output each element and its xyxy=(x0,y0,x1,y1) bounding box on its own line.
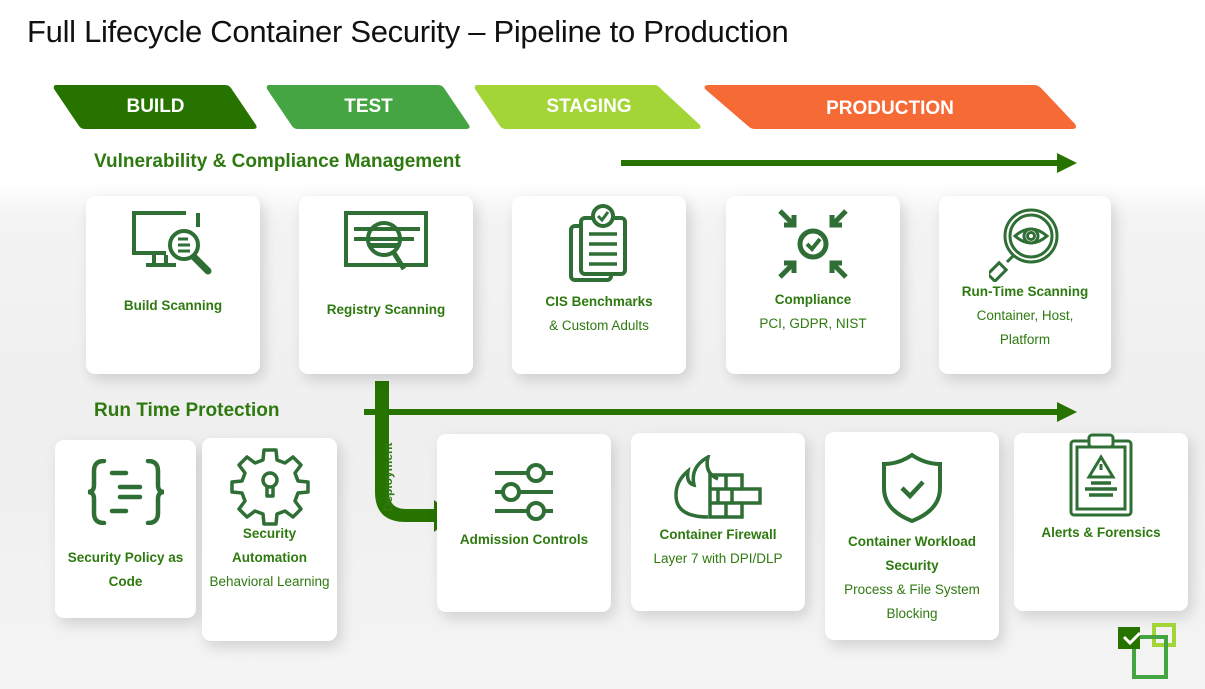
card-sub: Platform xyxy=(999,332,1051,347)
registry-search-icon xyxy=(344,208,428,280)
card-label-line: Container Firewall xyxy=(659,527,777,542)
card-label-line: Container Workload xyxy=(847,534,976,549)
brand-logo-icon xyxy=(1118,623,1176,679)
card-sub: Process & File System xyxy=(844,582,980,597)
stage-test: TEST xyxy=(266,83,471,130)
card-label-line: Security Policy as xyxy=(67,550,184,565)
gear-lock-icon xyxy=(229,448,310,526)
stage-test-label: TEST xyxy=(344,95,393,117)
card-admission-controls: Admission Controls xyxy=(437,434,611,612)
card-label: CIS Benchmarks xyxy=(545,294,653,309)
page-title: Full Lifecycle Container Security – Pipe… xyxy=(27,14,789,49)
stage-build-label: BUILD xyxy=(126,95,185,117)
card-build-scanning: Build Scanning xyxy=(86,196,260,374)
card-security-policy-as-code: Security Policy as Code xyxy=(55,440,196,618)
card-label: Compliance xyxy=(774,292,852,307)
stage-staging-shape xyxy=(474,85,701,129)
card-security-automation: Security Automation Behavioral Learning xyxy=(202,438,337,641)
card-label-line: Code xyxy=(108,574,143,589)
vulnerability-arrow xyxy=(621,153,1077,173)
eye-magnifier-icon xyxy=(989,208,1061,282)
sliders-icon xyxy=(493,456,555,528)
deployment-label: Deployment xyxy=(381,442,395,512)
stage-staging-label: STAGING xyxy=(546,95,632,117)
stage-build: BUILD xyxy=(53,83,258,130)
stage-staging: STAGING xyxy=(474,83,704,130)
card-container-firewall: Container Firewall Layer 7 with DPI/DLP xyxy=(631,433,805,611)
runtime-arrow xyxy=(364,402,1077,422)
clipboard-check-icon xyxy=(569,204,629,282)
card-label-line: Security xyxy=(885,558,939,573)
shield-check-icon xyxy=(881,452,943,524)
card-label: Build Scanning xyxy=(123,298,223,313)
code-braces-icon xyxy=(86,456,166,528)
card-compliance: Compliance PCI, GDPR, NIST xyxy=(726,196,900,374)
card-sub: Container, Host, xyxy=(976,308,1074,323)
card-sub: & Custom Adults xyxy=(549,318,649,333)
card-label: Registry Scanning xyxy=(326,302,446,317)
card-container-workload-security: Container Workload Security Process & Fi… xyxy=(825,432,999,640)
card-label-line: Admission Controls xyxy=(459,532,589,547)
card-label: Run-Time Scanning xyxy=(961,284,1089,299)
runtime-heading: Run Time Protection xyxy=(94,400,280,421)
stage-build-shape xyxy=(53,85,257,129)
stage-production: PRODUCTION xyxy=(703,83,1077,130)
vulnerability-heading: Vulnerability & Compliance Management xyxy=(94,151,461,172)
card-runtime-scanning: Run-Time Scanning Container, Host, Platf… xyxy=(939,196,1111,374)
firewall-icon xyxy=(672,451,764,523)
card-alerts-forensics: Alerts & Forensics xyxy=(1014,433,1188,611)
card-sub: Blocking xyxy=(886,606,938,621)
card-registry-scanning: Registry Scanning xyxy=(299,196,473,374)
converge-check-icon xyxy=(776,208,850,280)
card-label-line: Alerts & Forensics xyxy=(1041,525,1161,540)
card-sub: Behavioral Learning xyxy=(209,574,330,589)
card-sub: Layer 7 with DPI/DLP xyxy=(653,551,783,566)
stage-production-shape xyxy=(704,85,1076,129)
card-label-line: Automation xyxy=(232,550,307,565)
card-label-line: Security xyxy=(242,526,297,541)
card-sub: PCI, GDPR, NIST xyxy=(759,316,867,331)
stage-production-label: PRODUCTION xyxy=(826,97,954,119)
clipboard-alert-icon xyxy=(1069,433,1133,517)
stage-test-shape xyxy=(266,85,470,129)
monitor-search-icon xyxy=(132,208,214,280)
card-cis-benchmarks: CIS Benchmarks & Custom Adults xyxy=(512,196,686,374)
